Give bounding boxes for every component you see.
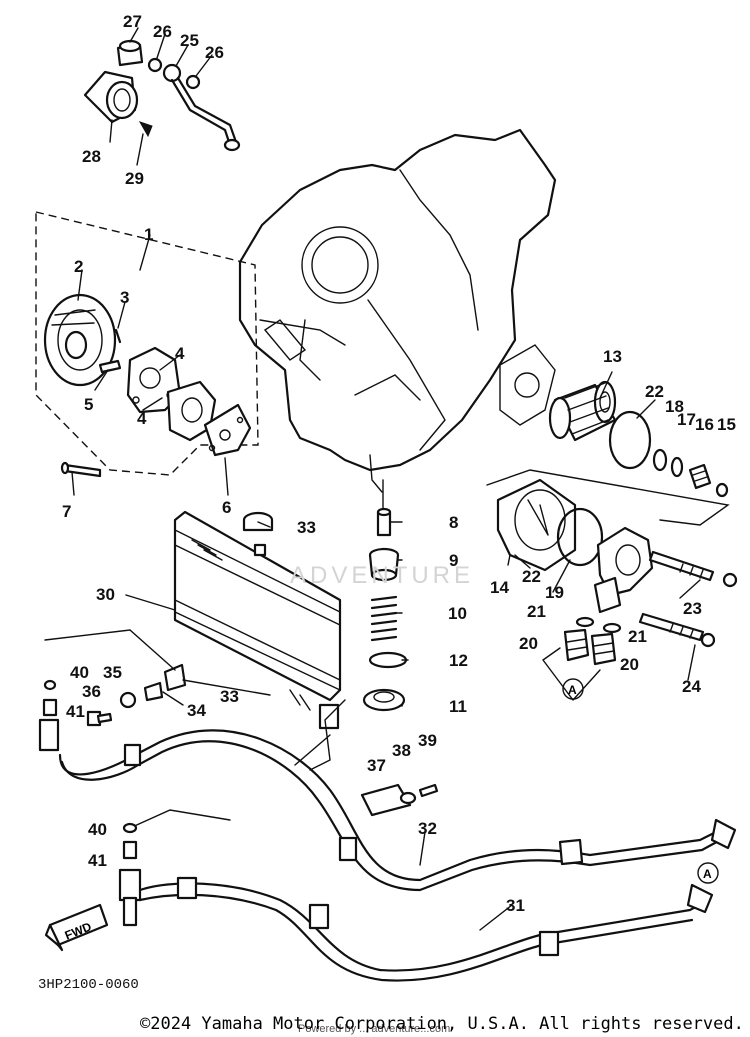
callout-33b: 33: [220, 687, 239, 706]
callout-7: 7: [62, 502, 71, 521]
callout-28: 28: [82, 147, 101, 166]
oil-filter-group: [486, 380, 738, 701]
callout-34: 34: [187, 701, 206, 720]
watermark: ADVENTURE: [290, 562, 474, 589]
callout-12: 12: [449, 651, 468, 670]
callout-6: 6: [222, 498, 231, 517]
callout-4b: 4: [137, 409, 147, 428]
callout-23: 23: [683, 599, 702, 618]
callout-13: 13: [603, 347, 622, 366]
callout-20a: 20: [519, 634, 538, 653]
callout-33a: 33: [297, 518, 316, 537]
copyright: ©2024 Yamaha Motor Corporation, U.S.A. A…: [140, 1014, 744, 1034]
callout-35: 35: [103, 663, 122, 682]
oil-pump-assembly: [35, 211, 259, 478]
reference-marker-a-1: A: [562, 678, 584, 700]
callout-30: 30: [96, 585, 115, 604]
callout-20b: 20: [620, 655, 639, 674]
callout-18: 18: [665, 397, 684, 416]
watermark-url: Powered by ... adventure...com: [298, 1023, 450, 1035]
callout-40b: 40: [88, 820, 107, 839]
callout-41a: 41: [66, 702, 85, 721]
oil-hoses: [38, 629, 737, 982]
callout-19: 19: [545, 583, 564, 602]
callout-40a: 40: [70, 663, 89, 682]
callout-26b: 26: [205, 43, 224, 62]
callout-29: 29: [125, 169, 144, 188]
callout-31: 31: [506, 896, 525, 915]
hose-fittings-left: [42, 679, 138, 860]
callout-10: 10: [448, 604, 467, 623]
callout-17: 17: [677, 410, 696, 429]
callout-9: 9: [449, 551, 458, 570]
callout-14: 14: [490, 578, 509, 597]
callout-1: 1: [144, 225, 153, 244]
callout-21a: 21: [527, 602, 546, 621]
callout-25: 25: [180, 31, 199, 50]
marker-a-text: A: [568, 683, 577, 697]
marker-a-text: A: [703, 867, 712, 881]
callout-16: 16: [695, 415, 714, 434]
reference-marker-a-2: A: [697, 862, 719, 884]
callout-8: 8: [449, 513, 458, 532]
callout-15: 15: [717, 415, 736, 434]
crankcase: [238, 128, 557, 493]
callout-36: 36: [82, 682, 101, 701]
callout-27: 27: [123, 12, 142, 31]
callout-32: 32: [418, 819, 437, 838]
callout-21b: 21: [628, 627, 647, 646]
callout-38: 38: [392, 741, 411, 760]
callout-41b: 41: [88, 851, 107, 870]
callout-labels: 27 26 25 26 28 29 1 2 3 4 5 4 6 7 13 22 …: [62, 12, 736, 915]
callout-39: 39: [418, 731, 437, 750]
oil-cooler: [143, 510, 342, 730]
callout-4a: 4: [175, 344, 185, 363]
callout-26a: 26: [153, 22, 172, 41]
callout-22a: 22: [645, 382, 664, 401]
callout-24: 24: [682, 677, 701, 696]
callout-37: 37: [367, 756, 386, 775]
leader-lines: [71, 27, 701, 931]
callout-5: 5: [84, 395, 93, 414]
callout-2: 2: [74, 257, 83, 276]
callout-22b: 22: [522, 567, 541, 586]
relief-valve-group: [362, 479, 408, 712]
callout-11: 11: [449, 697, 467, 716]
callout-3: 3: [120, 288, 129, 307]
fwd-arrow: FWD: [44, 903, 109, 952]
reference-code: 3HP2100-0060: [38, 977, 139, 993]
